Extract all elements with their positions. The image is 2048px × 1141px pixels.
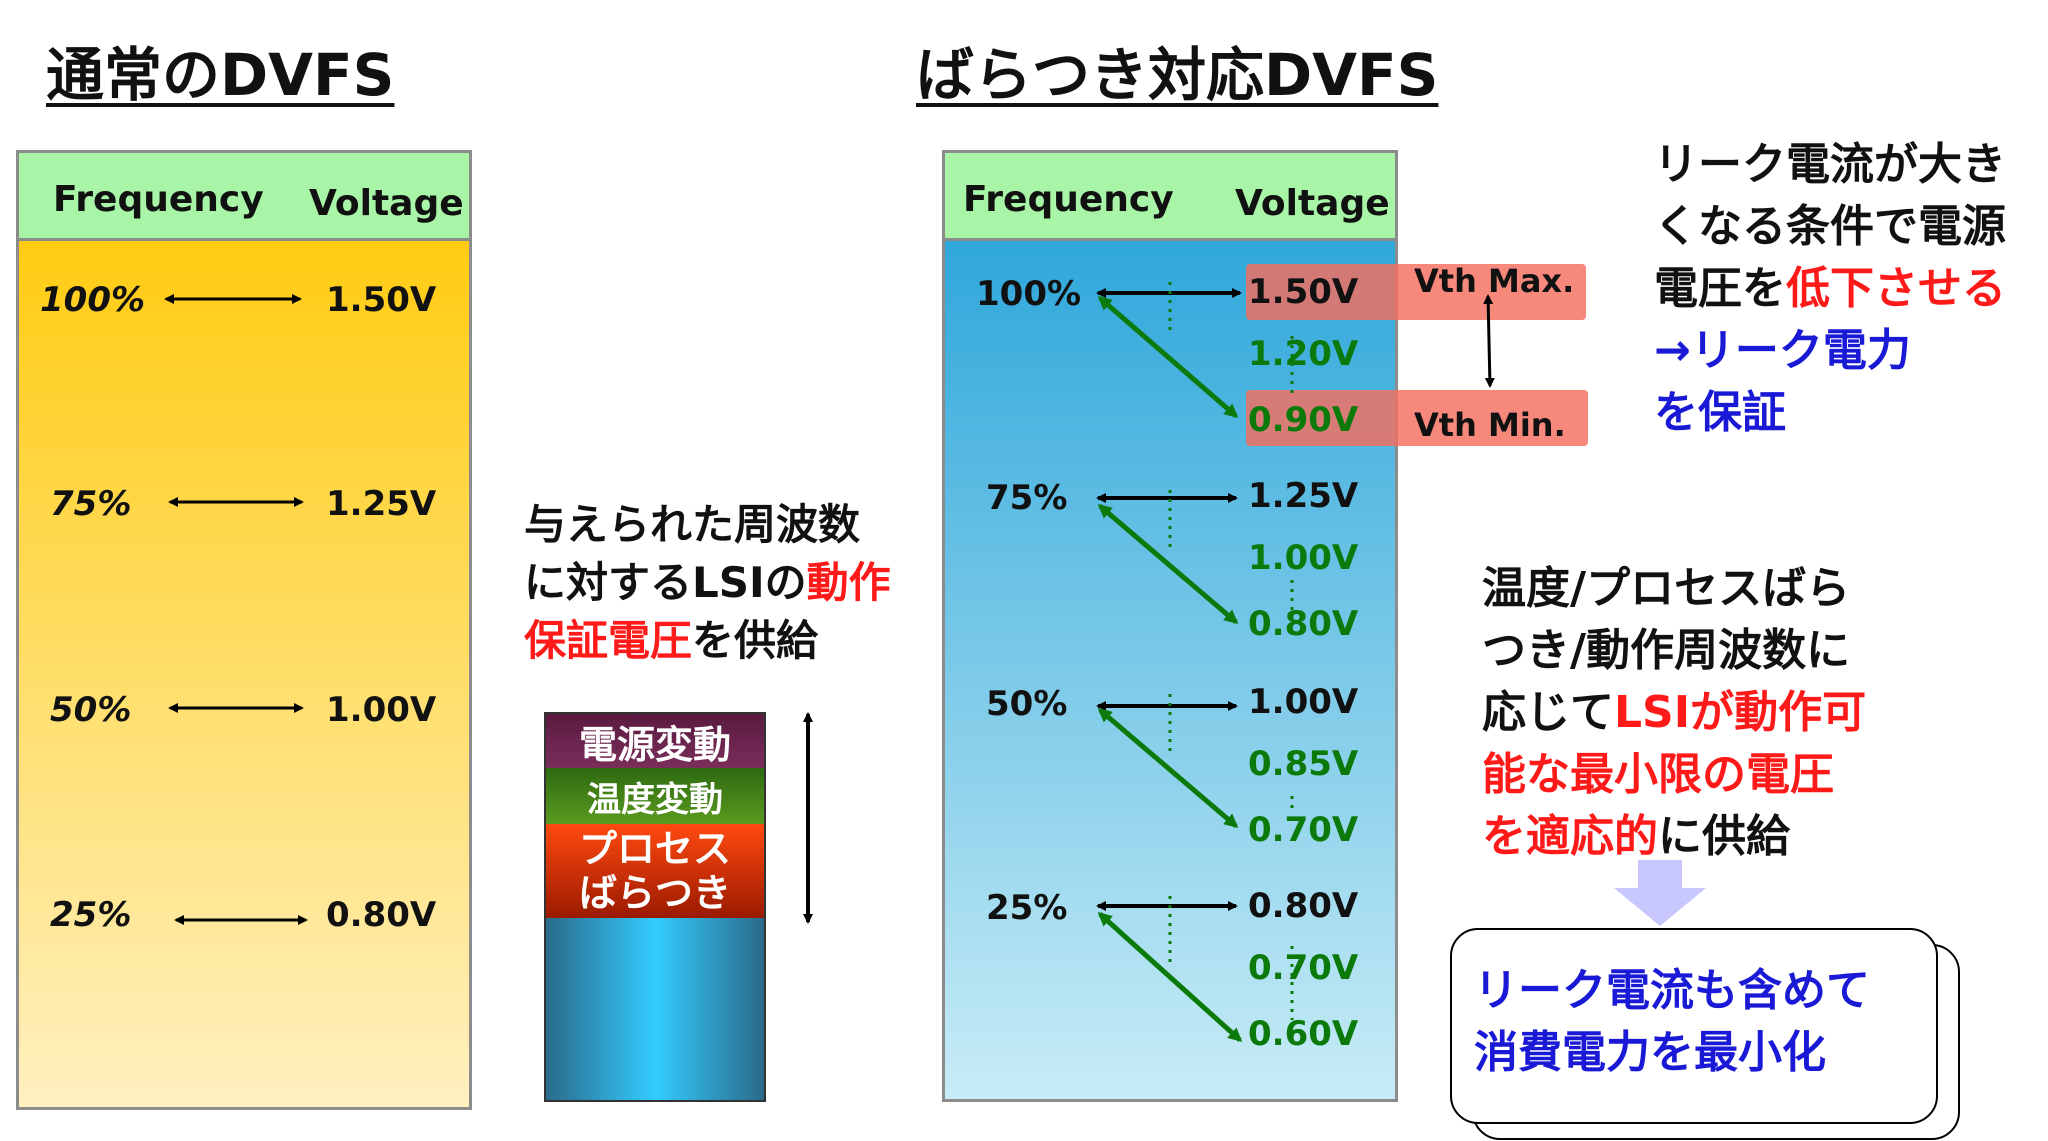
adaptive-vmid-100: 1.20V xyxy=(1248,334,1359,374)
result-line-1: リーク電流も含めて xyxy=(1474,965,1870,1016)
right-title: ばらつき対応DVFS xyxy=(916,41,1439,109)
variation-arrow-50 xyxy=(1097,708,1239,828)
adaptive-freq-50: 50% xyxy=(986,684,1068,724)
leak-note-line-3-text: 電圧を xyxy=(1654,263,1786,314)
down-arrow-icon xyxy=(1614,860,1706,926)
base-voltage-segment xyxy=(546,918,764,1100)
adaptive-freq-75: 75% xyxy=(986,478,1068,518)
adaptive-note-line-2: つき/動作周波数に xyxy=(1482,625,1851,676)
vth-max-band xyxy=(1246,264,1586,320)
vth-max-label: Vth Max. xyxy=(1414,262,1575,300)
process-variation-segment: プロセス ばらつき xyxy=(546,824,764,918)
vth-min-label: Vth Min. xyxy=(1414,406,1566,444)
desc-line-3-highlight: 保証電圧 xyxy=(524,616,693,665)
normal-dvfs-table: Frequency Voltage xyxy=(16,150,472,1110)
adaptive-freq-100: 100% xyxy=(976,274,1082,314)
desc-line-1: 与えられた周波数 xyxy=(524,500,861,549)
adaptive-vmin-75: 0.80V xyxy=(1248,604,1359,644)
result-line-2: 消費電力を最小化 xyxy=(1474,1027,1826,1078)
leak-note-line-4: →リーク電力 xyxy=(1654,325,1911,376)
vth-range-arrow xyxy=(1483,294,1495,388)
adaptive-note: 温度/プロセスばら つき/動作周波数に 応じてLSIが動作可 能な最小限の電圧 … xyxy=(1482,558,1866,868)
result-text: リーク電流も含めて 消費電力を最小化 xyxy=(1474,960,1870,1084)
adaptive-vmin-100: 0.90V xyxy=(1248,400,1359,440)
adaptive-vmid-75: 1.00V xyxy=(1248,538,1359,578)
leak-note: リーク電流が大き くなる条件で電源 電圧を低下させる →リーク電力 を保証 xyxy=(1654,134,2006,444)
desc-line-2-text: に対するLSIの xyxy=(524,558,807,607)
adaptive-note-line-5-text: に供給 xyxy=(1658,811,1790,862)
adaptive-note-line-3-highlight: LSIが動作可 xyxy=(1614,687,1867,738)
vth-min-band xyxy=(1246,390,1588,446)
adaptive-note-line-4: 能な最小限の電圧 xyxy=(1482,749,1834,800)
desc-line-3-text: を供給 xyxy=(692,616,819,665)
adaptive-note-line-5-highlight: を適応的 xyxy=(1482,811,1658,862)
left-title: 通常のDVFS xyxy=(46,41,395,109)
volt-080: 0.80V xyxy=(326,895,437,935)
volt-150: 1.50V xyxy=(326,280,437,320)
leak-note-line-5: を保証 xyxy=(1654,387,1786,438)
voltage-header: Voltage xyxy=(1235,183,1390,224)
frequency-header: Frequency xyxy=(963,179,1174,220)
freq-25: 25% xyxy=(50,895,132,935)
desc-line-2: に対するLSIの動作 xyxy=(524,554,891,612)
leak-note-line-3-highlight: 低下させる xyxy=(1786,263,2006,314)
frequency-header: Frequency xyxy=(53,179,264,220)
leak-note-line-3: 電圧を低下させる xyxy=(1654,258,2006,320)
adaptive-vmax-25: 0.80V xyxy=(1248,886,1359,926)
freq-100: 100% xyxy=(40,280,146,320)
adaptive-note-line-3: 応じてLSIが動作可 xyxy=(1482,682,1866,744)
process-variation-line-1: プロセス xyxy=(578,827,731,871)
table-header: Frequency Voltage xyxy=(19,153,469,241)
middle-description: 与えられた周波数 に対するLSIの動作 保証電圧を供給 xyxy=(524,496,891,670)
adaptive-note-line-5: を適応的に供給 xyxy=(1482,806,1866,868)
power-fluctuation-segment: 電源変動 xyxy=(546,714,764,768)
leak-note-line-2: くなる条件で電源 xyxy=(1654,201,2006,252)
adaptive-note-line-3-text: 応じて xyxy=(1482,687,1614,738)
adaptive-vmid-50: 0.85V xyxy=(1248,744,1359,784)
adaptive-vmax-50: 1.00V xyxy=(1248,682,1359,722)
adaptive-vmin-50: 0.70V xyxy=(1248,810,1359,850)
adaptive-vmin-25: 0.60V xyxy=(1248,1014,1359,1054)
adaptive-note-line-1: 温度/プロセスばら xyxy=(1482,563,1851,614)
freq-50: 50% xyxy=(50,690,132,730)
freq-75: 75% xyxy=(50,484,132,524)
voltage-header: Voltage xyxy=(309,183,464,224)
process-variation-line-2: ばらつき xyxy=(578,871,731,915)
variation-arrow-25 xyxy=(1097,911,1243,1043)
variation-arrow-75 xyxy=(1097,504,1239,624)
result-box xyxy=(1450,928,1938,1124)
volt-125: 1.25V xyxy=(326,484,437,524)
voltage-margin-stack: 電源変動 温度変動 プロセス ばらつき xyxy=(544,712,766,1102)
variation-arrow-100 xyxy=(1097,296,1239,418)
adaptive-vmax-75: 1.25V xyxy=(1248,476,1359,516)
temperature-fluctuation-segment: 温度変動 xyxy=(546,768,764,824)
desc-line-2-highlight: 動作 xyxy=(806,558,891,607)
adaptive-freq-25: 25% xyxy=(986,888,1068,928)
leak-note-line-1: リーク電流が大き xyxy=(1654,139,2006,190)
desc-line-3: 保証電圧を供給 xyxy=(524,612,891,670)
adaptive-vmid-25: 0.70V xyxy=(1248,948,1359,988)
volt-100: 1.00V xyxy=(326,690,437,730)
table-header: Frequency Voltage xyxy=(945,153,1395,241)
adaptive-vmax-100: 1.50V xyxy=(1248,272,1359,312)
